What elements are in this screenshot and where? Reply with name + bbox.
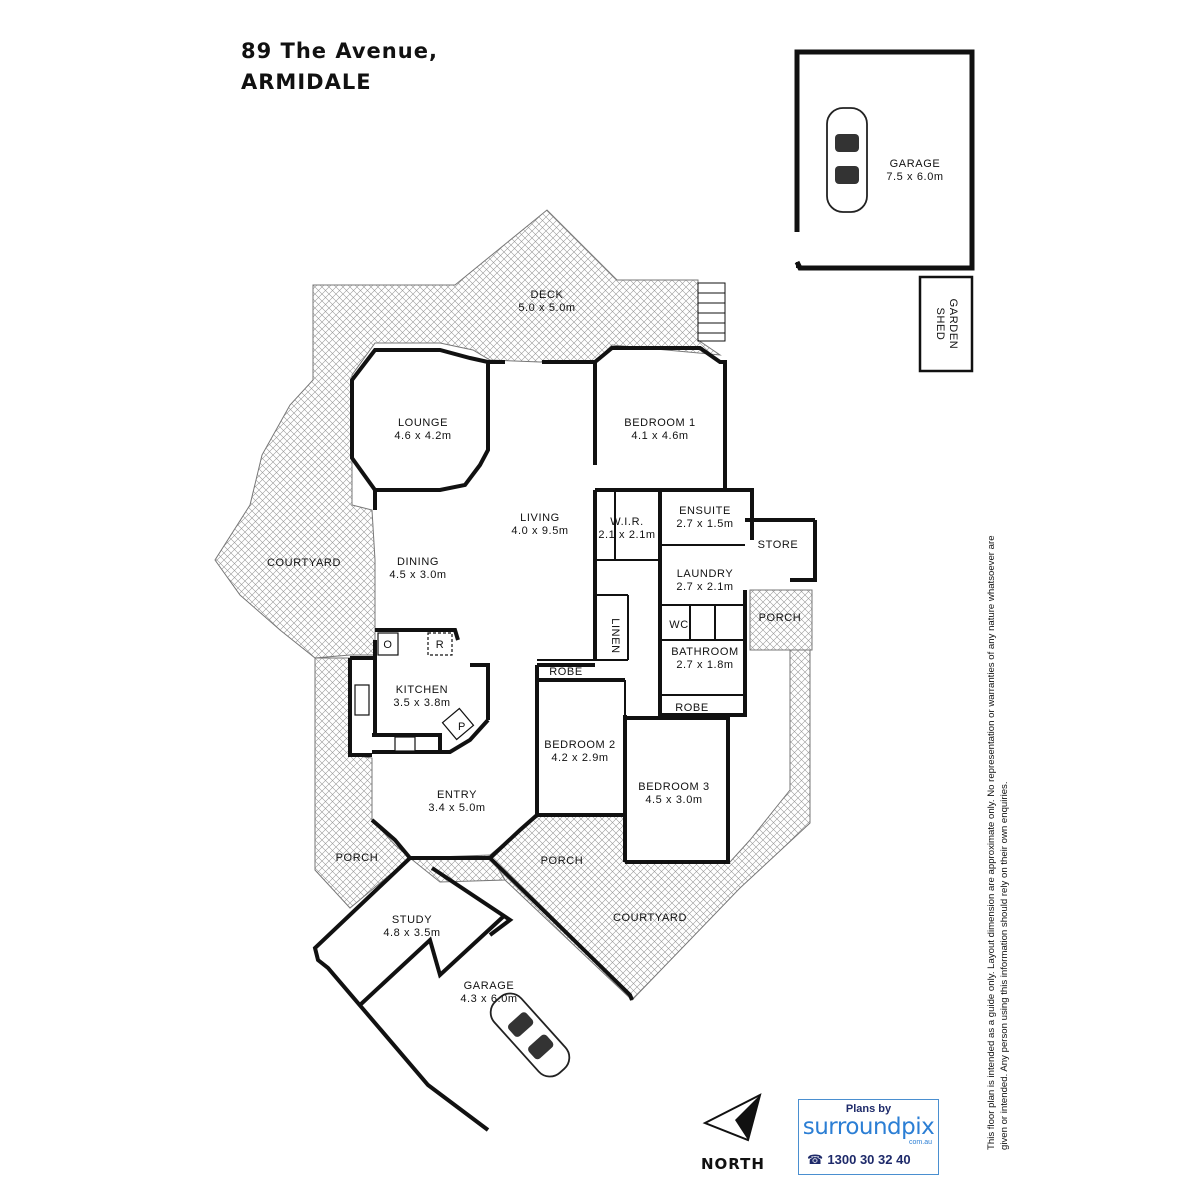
deck-size: 5.0 x 5.0m <box>518 302 575 314</box>
pantry-fixture <box>441 707 475 741</box>
cooktop-fixture <box>394 736 416 752</box>
store-name: STORE <box>758 539 799 551</box>
dining-name: DINING <box>397 556 439 568</box>
fridge-fixture <box>427 632 453 656</box>
car-icon-garage <box>489 992 571 1078</box>
laundry-size: 2.7 x 2.1m <box>676 581 733 593</box>
garage-name: GARAGE <box>464 980 515 992</box>
living-name: LIVING <box>520 512 560 524</box>
ensuite-name: ENSUITE <box>679 505 731 517</box>
logo-phone: 1300 30 32 40 <box>827 1152 911 1167</box>
oven-fixture <box>377 632 399 656</box>
bathroom-size: 2.7 x 1.8m <box>676 659 733 671</box>
detached-garage-size: 7.5 x 6.0m <box>886 171 943 183</box>
porch-east-name: PORCH <box>759 612 802 624</box>
garage-size: 4.3 x 6.0m <box>460 993 517 1005</box>
outdoor-areas <box>214 209 813 1001</box>
north-label: NORTH <box>701 1155 765 1173</box>
logo-brand: surroundpix <box>802 1114 935 1140</box>
walls <box>312 346 817 1132</box>
pantry-label: P <box>458 721 466 733</box>
robe-bedroom2-name: ROBE <box>549 666 583 678</box>
surroundpix-logo: Plans by surroundpix com.au ☎ 1300 30 32… <box>798 1099 939 1175</box>
deck-name: DECK <box>531 289 564 301</box>
entry-name: ENTRY <box>437 789 477 801</box>
car-icon-detached <box>826 107 868 213</box>
kitchen-name: KITCHEN <box>396 684 448 696</box>
porch-south-name: PORCH <box>541 855 584 867</box>
porch-west-name: PORCH <box>336 852 379 864</box>
entry-size: 3.4 x 5.0m <box>428 802 485 814</box>
fridge-label: R <box>436 639 445 651</box>
kitchen-fixtures <box>354 632 475 752</box>
east-porch-area <box>749 589 813 651</box>
garden-shed-line2: SHED <box>934 308 946 341</box>
bedroom3-name: BEDROOM 3 <box>638 781 709 793</box>
deck-stairs <box>697 282 726 342</box>
interior-walls <box>537 489 745 718</box>
robe-bedroom3-name: ROBE <box>675 702 709 714</box>
wir-size: 2.1 x 2.1m <box>598 529 655 541</box>
phone-icon: ☎ <box>807 1152 824 1167</box>
courtyard-west-name: COURTYARD <box>267 557 341 569</box>
courtyard-south-name: COURTYARD <box>613 912 687 924</box>
lounge-name: LOUNGE <box>398 417 448 429</box>
sink-fixture <box>354 684 370 716</box>
garden-shed-outline <box>918 275 974 373</box>
study-name: STUDY <box>392 914 432 926</box>
detached-structures <box>794 49 975 373</box>
property-address: 89 The Avenue, ARMIDALE <box>241 36 438 98</box>
laundry-name: LAUNDRY <box>677 568 734 580</box>
detached-garage-name: GARAGE <box>890 158 941 170</box>
bedroom2-name: BEDROOM 2 <box>544 739 615 751</box>
wc-name: WC <box>669 619 689 631</box>
logo-plans-by: Plans by <box>845 1103 892 1115</box>
disclaimer-text: This floor plan is intended as a guide o… <box>986 535 1010 1150</box>
address-street: 89 The Avenue, <box>241 39 438 63</box>
bathroom-name: BATHROOM <box>671 646 739 658</box>
wir-name: W.I.R. <box>610 516 644 528</box>
living-size: 4.0 x 9.5m <box>511 525 568 537</box>
bedroom1-size: 4.1 x 4.6m <box>631 430 688 442</box>
bedroom3-size: 4.5 x 3.0m <box>645 794 702 806</box>
oven-label: O <box>383 639 392 651</box>
dining-size: 4.5 x 3.0m <box>389 569 446 581</box>
north-arrow-icon <box>702 1093 762 1142</box>
bedroom2-size: 4.2 x 2.9m <box>551 752 608 764</box>
address-suburb: ARMIDALE <box>241 70 372 94</box>
garden-shed-line1: GARDEN <box>947 299 959 350</box>
linen-name: LINEN <box>609 618 621 653</box>
room-labels: DECK 5.0 x 5.0m LOUNGE 4.6 x 4.2m BEDROO… <box>267 158 959 1005</box>
logo-domain: com.au <box>909 1139 932 1146</box>
ensuite-size: 2.7 x 1.5m <box>676 518 733 530</box>
study-size: 4.8 x 3.5m <box>383 927 440 939</box>
kitchen-size: 3.5 x 3.8m <box>393 697 450 709</box>
bedroom1-name: BEDROOM 1 <box>624 417 695 429</box>
lounge-size: 4.6 x 4.2m <box>394 430 451 442</box>
